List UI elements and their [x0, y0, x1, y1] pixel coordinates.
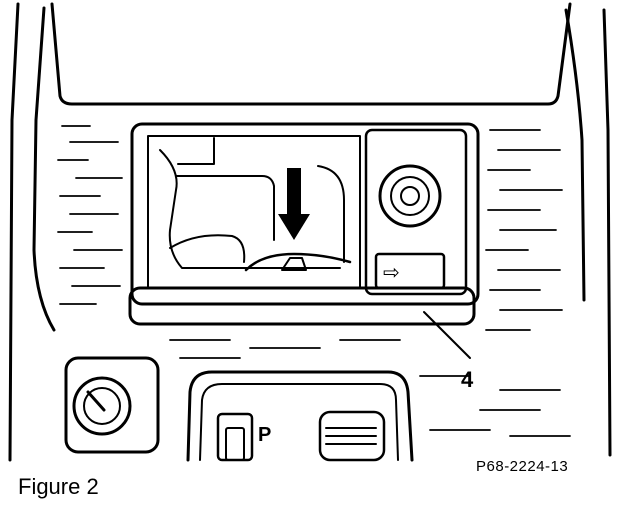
ashtray-housing	[130, 122, 480, 306]
console-frame-right	[602, 8, 612, 457]
hazard-switch-knob	[72, 376, 132, 436]
console-frame-inner-right	[564, 8, 586, 302]
top-display-panel	[50, 2, 572, 106]
console-frame-left	[8, 2, 20, 462]
wood-grain	[57, 125, 571, 437]
gear-window	[216, 412, 254, 462]
cigar-lighter-knob	[378, 164, 442, 228]
selector-cap	[318, 410, 386, 462]
figure-reference-code: P68-2224-13	[476, 458, 569, 475]
callout-leader	[423, 311, 471, 359]
figure-caption: Figure 2	[18, 474, 99, 499]
cigar-lighter-housing	[364, 128, 468, 296]
release-latch	[244, 252, 352, 272]
hazard-switch-housing	[64, 356, 160, 454]
push-direction-arrow	[278, 168, 310, 240]
arrow-button-icon: ⇨	[383, 262, 400, 284]
gear-selector-surround	[186, 370, 414, 462]
ashtray-drawer	[128, 286, 476, 326]
gear-indicator-label: P	[258, 424, 271, 446]
console-frame-inner-left	[32, 6, 56, 332]
callout-number-4: 4	[461, 367, 474, 392]
